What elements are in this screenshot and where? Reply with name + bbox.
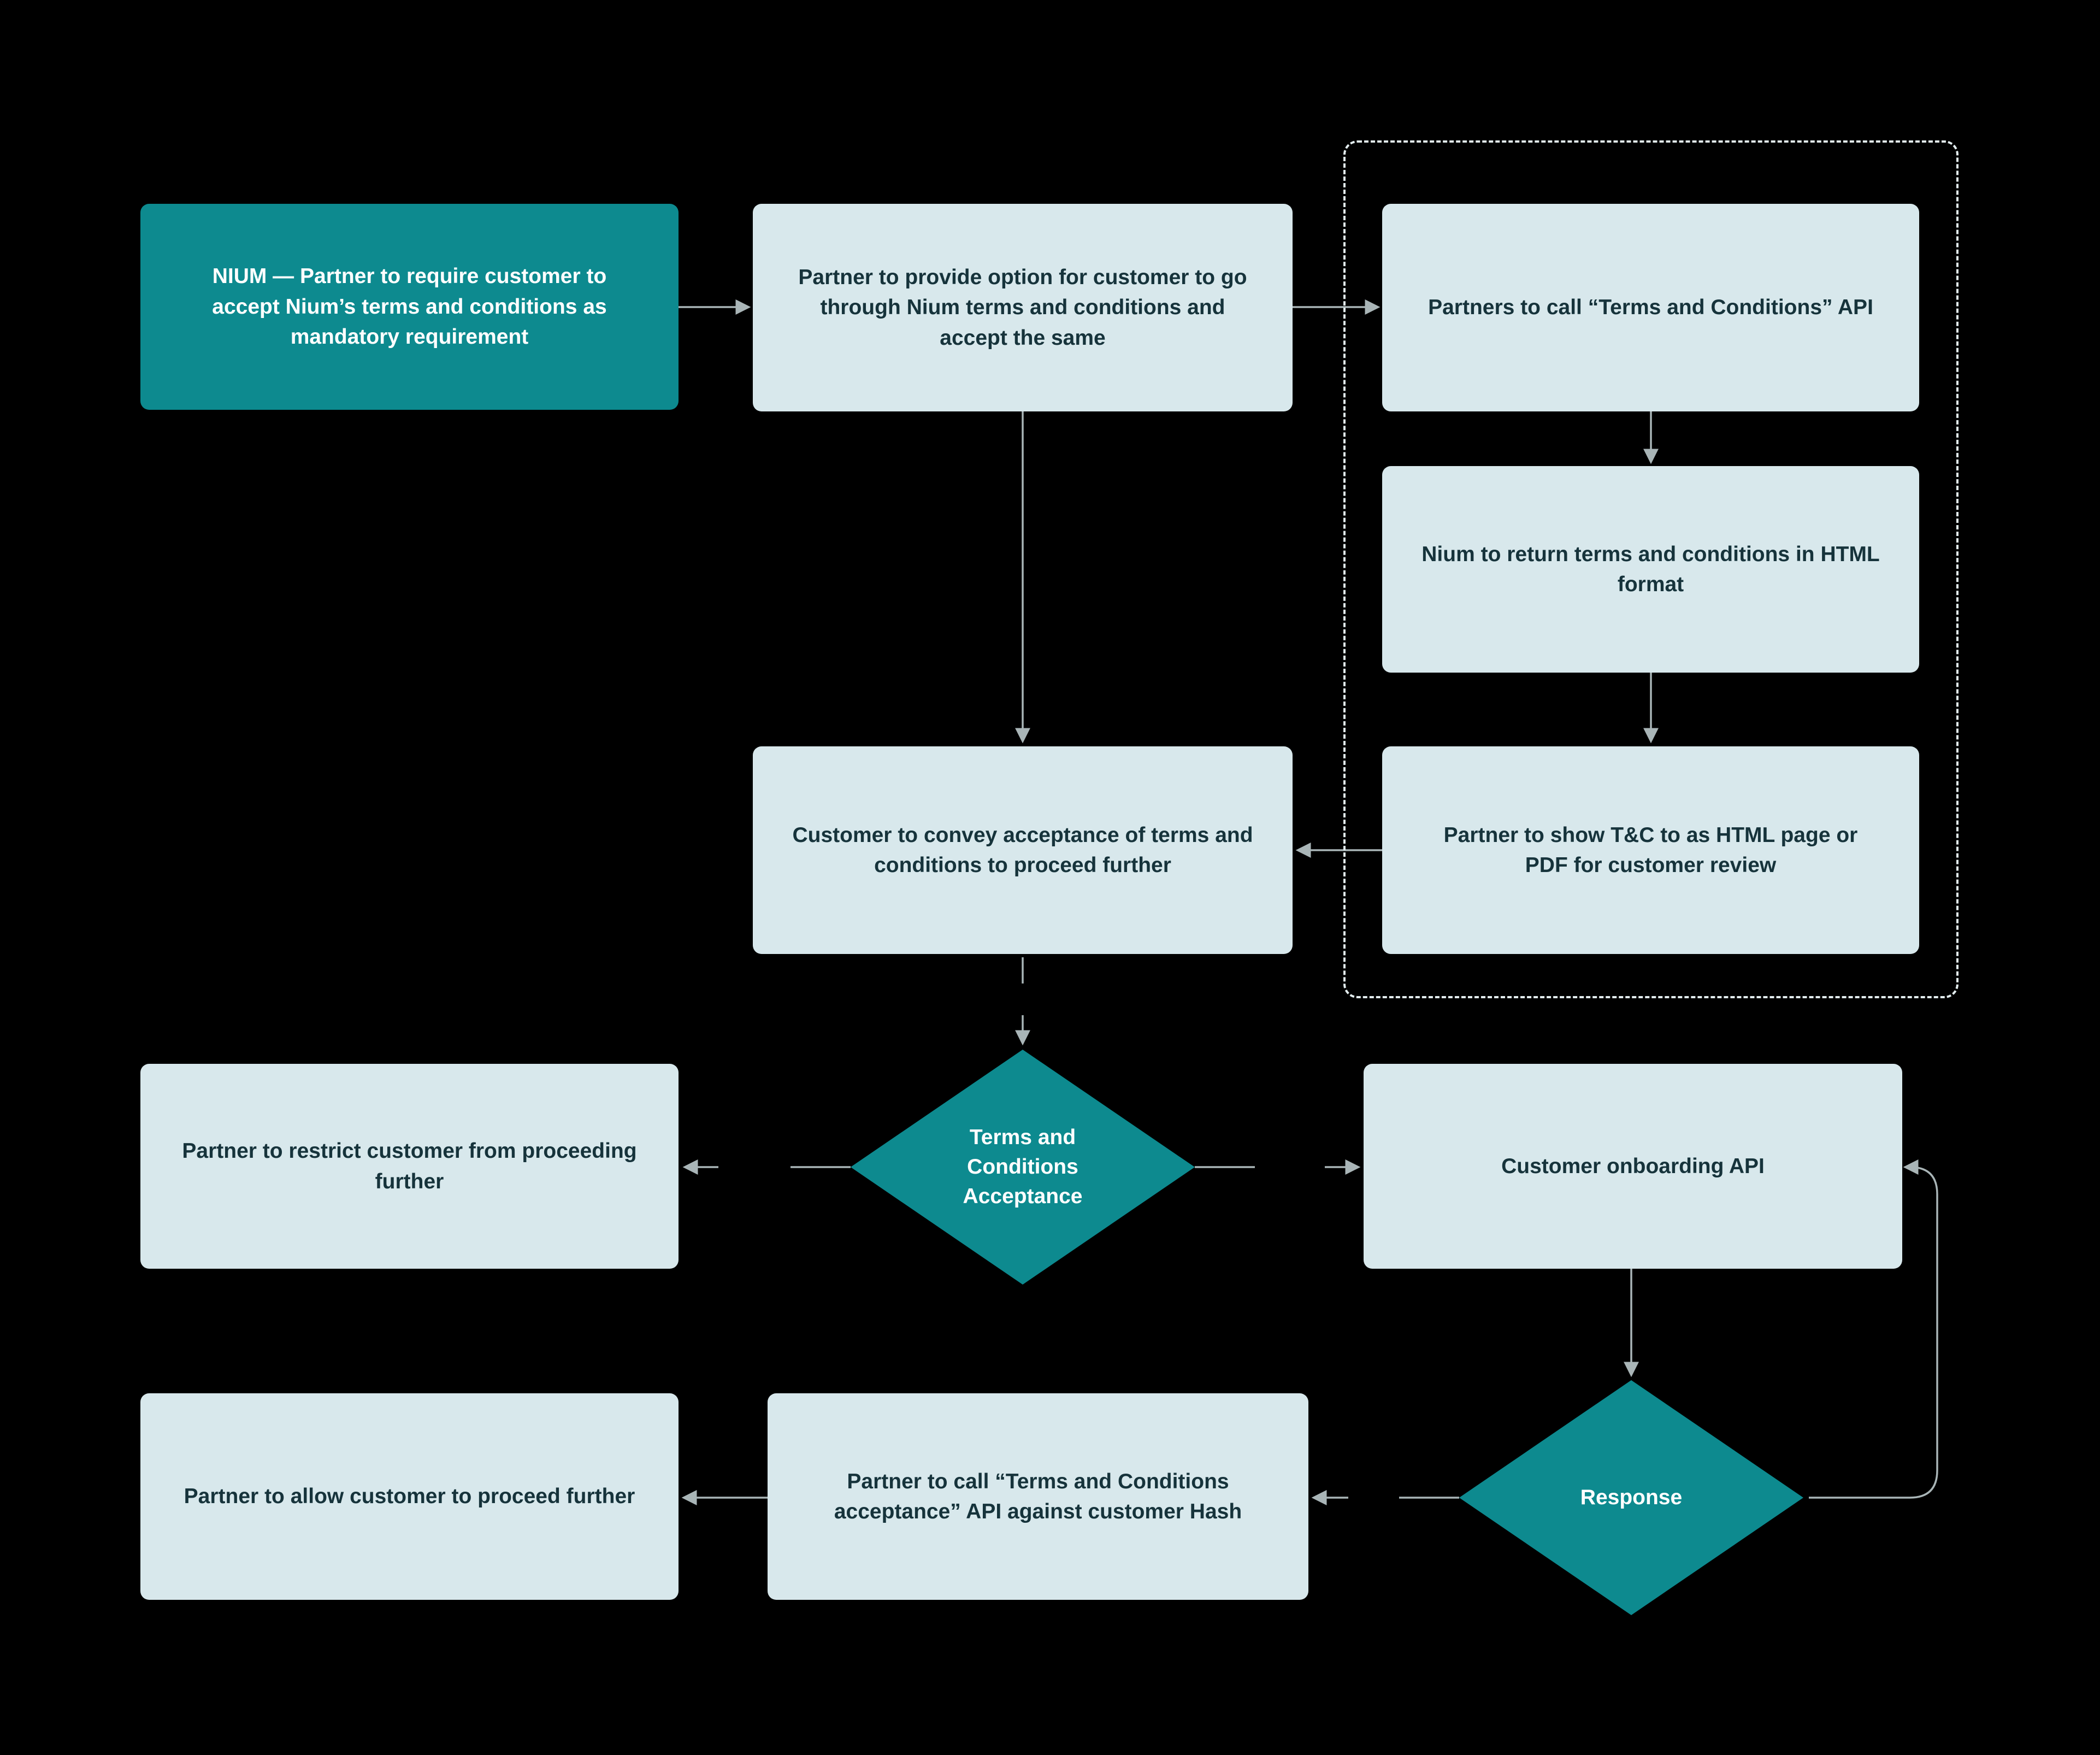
node-provide-option-label: Partner to provide option for customer t… xyxy=(798,265,1247,350)
node-requirement: NIUM — Partner to require customer to ac… xyxy=(140,204,679,410)
decision-response-label: Response xyxy=(1580,1486,1683,1510)
node-provide-option: Partner to provide option for customer t… xyxy=(753,204,1293,411)
decision-tnc-acceptance-label: Terms and Conditions Acceptance xyxy=(963,1126,1083,1208)
node-onboarding-api-label: Customer onboarding API xyxy=(1501,1154,1765,1178)
node-requirement-label: NIUM — Partner to require customer to ac… xyxy=(212,264,607,349)
node-show-tnc: Partner to show T&C to as HTML page or P… xyxy=(1382,746,1919,954)
arrow-response-loop-to-onboarding xyxy=(1809,1159,1938,1499)
node-return-html-label: Nium to return terms and conditions in H… xyxy=(1421,542,1880,596)
node-allow-proceed: Partner to allow customer to proceed fur… xyxy=(140,1393,679,1600)
node-restrict-customer-label: Partner to restrict customer from procee… xyxy=(182,1139,637,1193)
node-call-acceptance-api-label: Partner to call “Terms and Conditions ac… xyxy=(834,1469,1242,1523)
node-call-acceptance-api: Partner to call “Terms and Conditions ac… xyxy=(768,1393,1308,1600)
node-restrict-customer: Partner to restrict customer from procee… xyxy=(140,1064,679,1269)
node-onboarding-api: Customer onboarding API xyxy=(1364,1064,1902,1269)
node-return-html: Nium to return terms and conditions in H… xyxy=(1382,466,1919,673)
connectors xyxy=(679,299,1938,1505)
node-call-tnc-api: Partners to call “Terms and Conditions” … xyxy=(1382,204,1919,411)
node-show-tnc-label: Partner to show T&C to as HTML page or P… xyxy=(1443,823,1858,877)
node-convey-acceptance-label: Customer to convey acceptance of terms a… xyxy=(792,823,1253,877)
node-allow-proceed-label: Partner to allow customer to proceed fur… xyxy=(184,1485,635,1509)
node-call-tnc-api-label: Partners to call “Terms and Conditions” … xyxy=(1428,296,1873,320)
tnc-api-group-outline xyxy=(1343,140,1959,998)
node-convey-acceptance: Customer to convey acceptance of terms a… xyxy=(753,746,1293,954)
